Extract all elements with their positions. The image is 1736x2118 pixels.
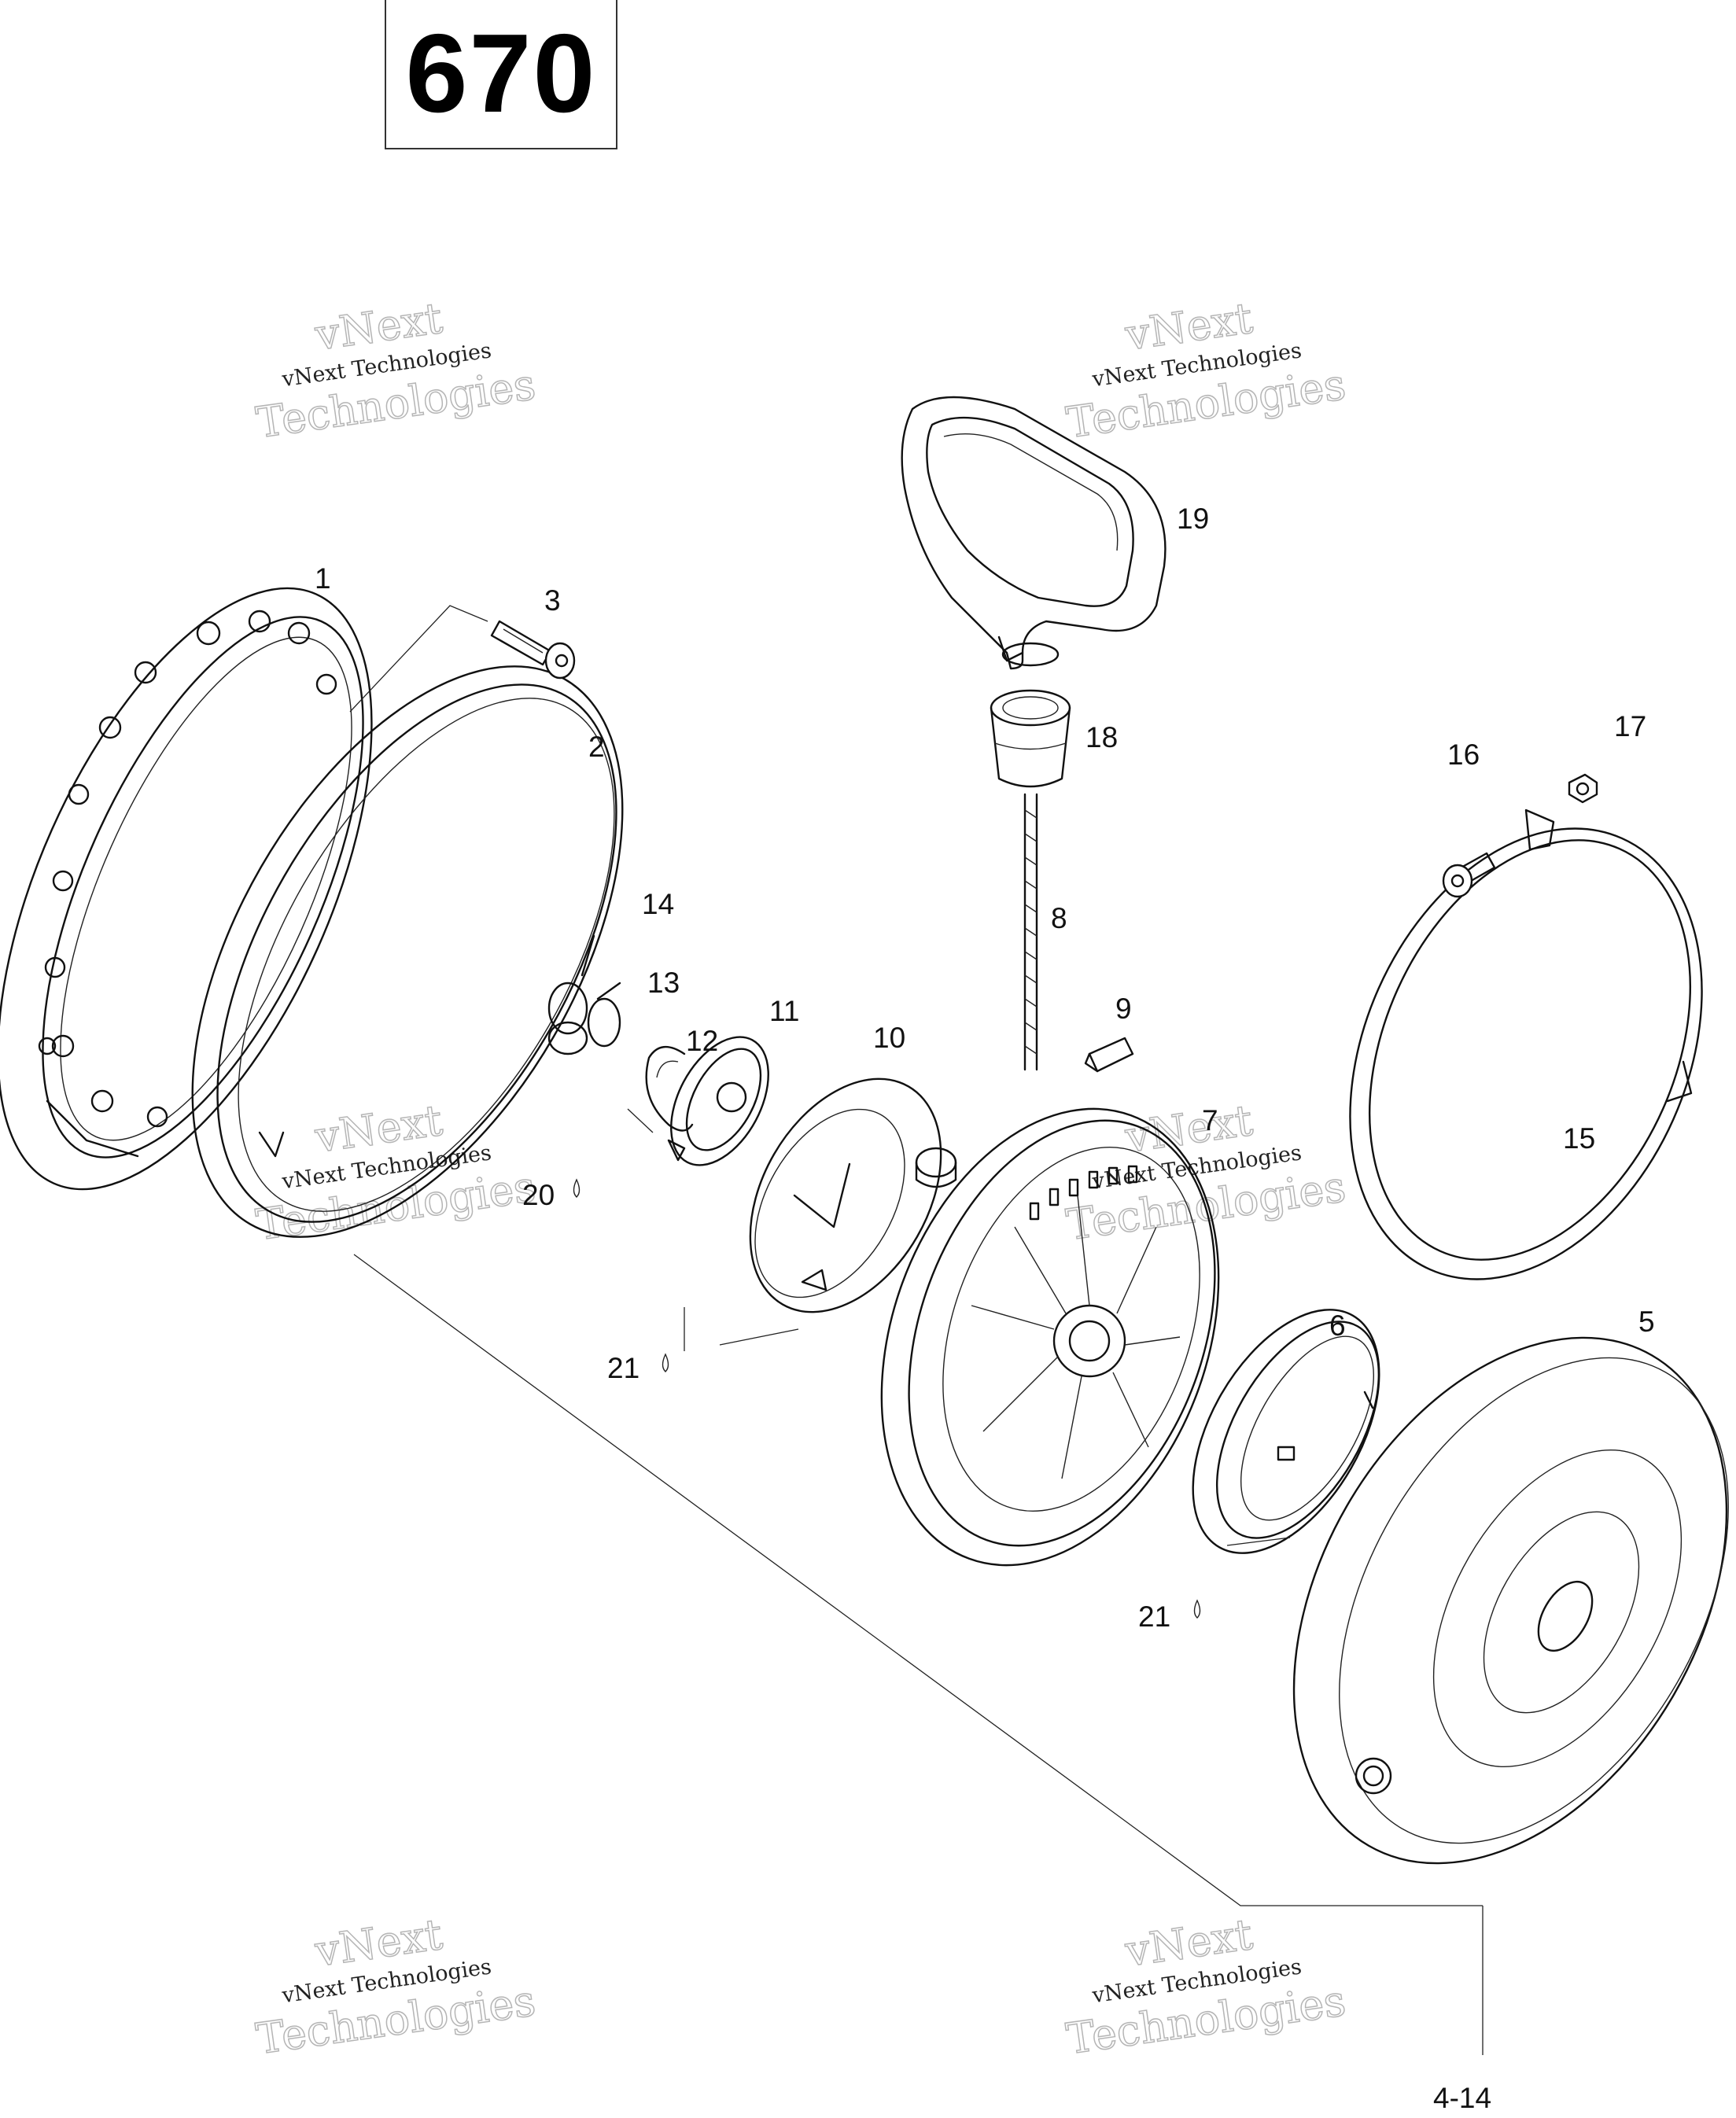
callout-2: 2 [588,731,605,763]
part-5-starter-cover [1292,1336,1729,1865]
page-reference: 4-14 [1433,2082,1491,2114]
part-10-cam [749,1077,957,1313]
callout-15: 15 [1563,1122,1595,1155]
callout-18: 18 [1085,721,1118,753]
oil-drop-icon [573,1178,581,1198]
part-18-rope-guide [990,689,1071,788]
callout-21-a: 21 [607,1352,639,1384]
callout-6: 6 [1329,1309,1346,1342]
callout-19: 19 [1177,503,1209,535]
part-11-pawl-disc [667,1036,769,1166]
callout-3: 3 [544,584,561,617]
part-16-bolt [1442,852,1496,898]
callout-11: 11 [769,995,799,1027]
part-19-handle [901,396,1167,670]
watermark-1: vNext vNext Technologies Technologies [252,293,539,448]
callout-21-b: 21 [1138,1600,1170,1633]
watermark-6: vNext vNext Technologies Technologies [1063,1909,1349,2065]
part-14-spring [547,934,595,1055]
part-9-clip [1084,1037,1134,1073]
oil-drop-icon [662,1353,669,1372]
callout-16: 16 [1447,739,1480,771]
oil-drop-icon [1193,1599,1201,1619]
watermark-5: vNext vNext Technologies Technologies [252,1909,539,2065]
callout-9: 9 [1115,993,1132,1025]
callout-1: 1 [315,562,331,595]
page-code: 670 [405,11,597,136]
page-code-box: 670 [385,0,617,149]
part-1-starter-base [0,587,373,1191]
callout-5: 5 [1638,1306,1655,1338]
leader-lines [349,605,1484,2055]
part-12-circlip [645,1046,694,1132]
part-15-housing-ring [1349,827,1703,1280]
callout-12: 12 [686,1025,718,1057]
callout-7: 7 [1202,1104,1218,1136]
part-2-ring [191,665,624,1238]
callout-14: 14 [642,888,674,920]
part-7-sheave [880,1107,1220,1567]
callout-13: 13 [647,967,680,999]
part-13-spring [587,982,621,1048]
callout-10: 10 [873,1022,905,1054]
callout-20: 20 [522,1179,555,1211]
callout-17: 17 [1614,710,1646,742]
part-6-recoil-spring [1192,1309,1380,1554]
part-17-nut [1524,773,1598,851]
part-8-rope [1023,793,1038,1071]
part-3-bolt [490,620,576,680]
callout-8: 8 [1051,902,1067,934]
watermark-2: vNext vNext Technologies Technologies [1063,293,1349,448]
